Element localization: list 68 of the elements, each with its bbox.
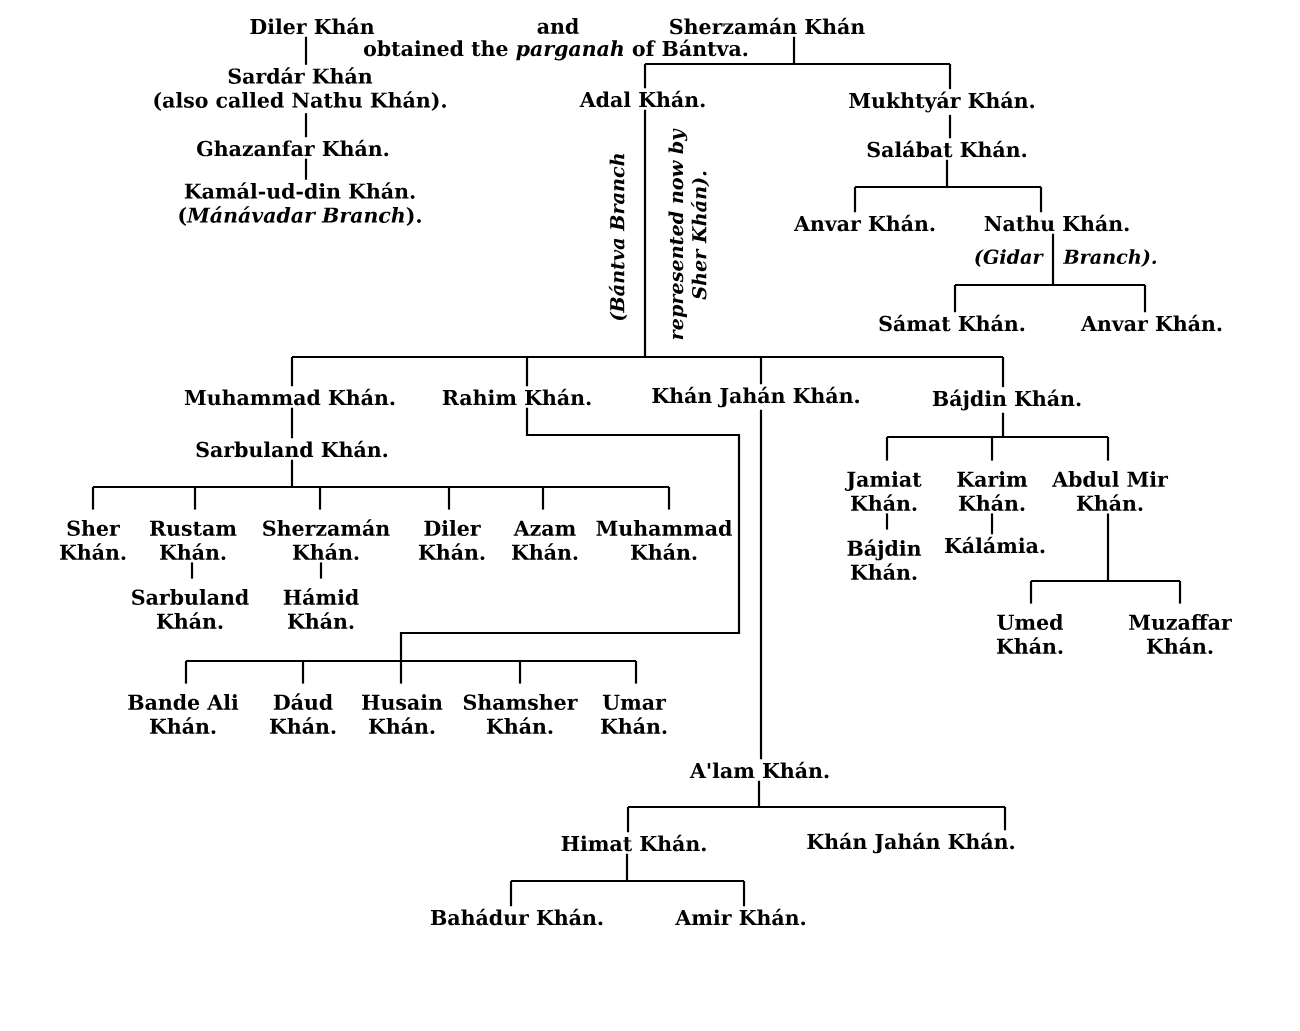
person-name: Anvar Khán. <box>1080 314 1222 332</box>
person-name: Jamiat Khán. <box>844 471 922 511</box>
connector-line <box>91 458 671 510</box>
person-name: Kálámia. <box>944 536 1045 554</box>
connector-line <box>290 108 1005 388</box>
connector-line <box>319 562 323 579</box>
person-name: Karim Khán. <box>957 471 1028 511</box>
note-text: and <box>537 18 579 34</box>
connector-line <box>509 852 746 907</box>
person-name: Himat Khán. <box>561 834 706 852</box>
branch-note: (Bántva Branch <box>608 154 628 321</box>
person-name: Abdul Mir Khán. <box>1052 471 1169 511</box>
note-text: obtained the parganah of Bántva. <box>364 39 748 61</box>
person-name: Shamsher Khán. <box>463 694 578 734</box>
person-name: Adal Khán. <box>579 90 705 108</box>
person-name: Khán Jahán Khán. <box>652 386 859 408</box>
person-name: A'lam Khán. <box>689 761 829 779</box>
person-name: Bahádur Khán. <box>430 908 603 926</box>
person-name: Mukhtyár Khán. <box>849 91 1035 113</box>
person-name: Dáud Khán. <box>269 693 336 734</box>
connector-line <box>290 407 294 439</box>
connector-line <box>190 562 194 579</box>
person-name: Hámid Khán. <box>283 588 359 629</box>
person-name: Sarbuland Khán. <box>196 440 388 458</box>
person-name: Sarbuland Khán. <box>132 589 249 629</box>
connector-line <box>626 779 1007 833</box>
person-name: Muhammad Khán. <box>184 388 395 406</box>
person-name: Bájdin Khán. <box>847 539 922 580</box>
person-name: Sherzamán Khán. <box>263 519 390 560</box>
person-name: Khán Jahán Khán. <box>807 832 1014 854</box>
person-name: Anvar Khán. <box>793 214 935 232</box>
person-name: Diler Khán <box>250 17 375 35</box>
person-name: Sher Khán. <box>59 520 126 560</box>
connector-line <box>948 114 952 139</box>
branch-note: represented now by Sher Khán). <box>668 128 710 340</box>
person-name: Sámat Khán. <box>879 314 1025 332</box>
connector-line <box>990 513 994 535</box>
branch-note: (Gidar <box>975 249 1044 267</box>
connector-line <box>759 409 763 760</box>
person-name: Muzaffar Khán. <box>1129 614 1232 654</box>
person-name: Rustam Khán. <box>150 520 237 560</box>
connector-line <box>853 158 1043 213</box>
person-name: Umar Khán. <box>600 694 667 734</box>
person-name: Kamál-ud-din Khán. (Mánávadar Branch). <box>179 182 421 226</box>
person-name: Husain Khán. <box>362 694 443 734</box>
person-name: Bande Ali Khán. <box>128 694 239 734</box>
connector-line <box>885 411 1110 461</box>
person-name: Azam Khán. <box>511 520 578 560</box>
connector-line <box>643 35 952 90</box>
person-name: Ghazanfar Khán. <box>197 139 389 157</box>
connector-line <box>304 158 308 180</box>
person-name: Nathu Khán. <box>984 214 1129 232</box>
person-name: Bájdin Khán. <box>932 389 1081 411</box>
connector-line <box>304 36 308 65</box>
connector-line <box>885 513 889 530</box>
person-name: Sardár Khán (also called Nathu Khán). <box>154 67 446 111</box>
connector-line <box>953 232 1147 313</box>
person-name: Umed Khán. <box>996 614 1063 654</box>
connector-line <box>184 406 741 684</box>
connector-line <box>304 113 308 138</box>
person-name: Muhammad Khán. <box>596 520 732 560</box>
connector-line <box>1029 512 1182 604</box>
person-name: Sherzamán Khán <box>670 17 865 35</box>
person-name: Amir Khán. <box>675 908 806 926</box>
person-name: Salábat Khán. <box>867 140 1027 158</box>
person-name: Rahim Khán. <box>442 388 591 406</box>
person-name: Diler Khán. <box>418 520 485 560</box>
branch-note: Branch). <box>1062 249 1157 267</box>
